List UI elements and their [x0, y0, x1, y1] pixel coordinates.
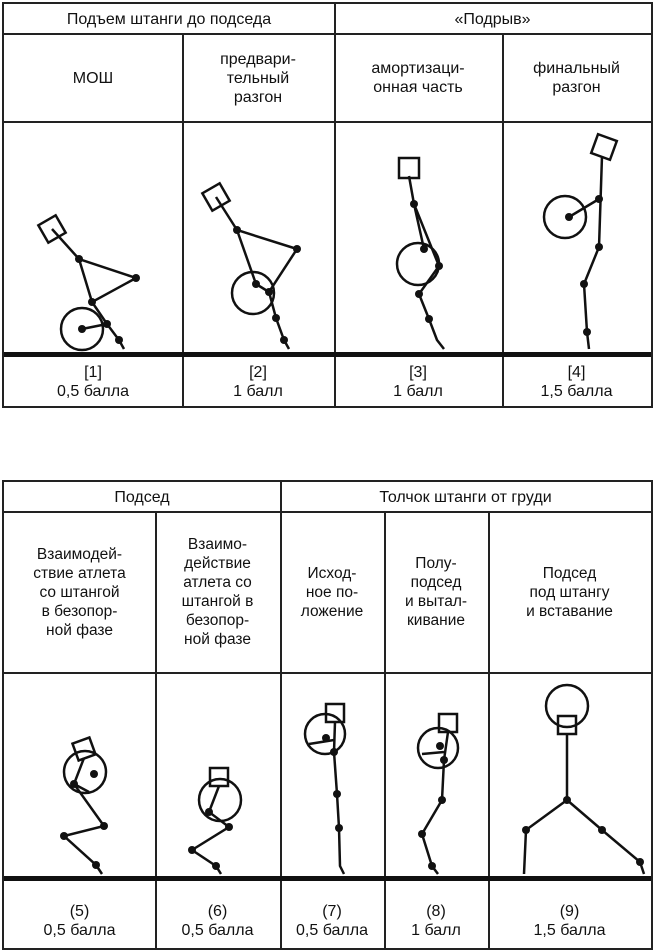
- ground-line: [4, 876, 651, 881]
- score: 1 балл: [233, 383, 283, 400]
- phase-label-8: Полу- подсед и вытал- кивание: [404, 555, 468, 629]
- phase-label-5: Взаимодей- ствие атлета со штангой в без…: [33, 545, 126, 639]
- score: 1,5 балла: [533, 922, 606, 939]
- score: 1 балл: [411, 922, 461, 939]
- phase-label-6: Взаимо- действие атлета со штангой в без…: [181, 536, 254, 648]
- score: 0,5 балла: [296, 922, 368, 939]
- phase-table-bottom: Подсед Толчок штанги от груди Взаимодей-…: [2, 480, 653, 950]
- ground-line: [4, 352, 651, 357]
- footer-3: [3] 1 балл: [334, 358, 502, 406]
- score: 0,5 балла: [57, 383, 129, 400]
- stick-figures-bottom: [60, 683, 646, 875]
- footer-7: (7) 0,5 балла: [280, 894, 384, 948]
- stick-figure-7: [303, 702, 347, 875]
- stick-figure-1: [36, 213, 140, 352]
- stick-figure-9: [522, 683, 646, 875]
- group-header-jerk: Толчок штанги от груди: [379, 488, 552, 506]
- score: 0,5 балла: [43, 922, 116, 939]
- group-header-pull: «Подрыв»: [454, 10, 531, 28]
- footer-8: (8) 1 балл: [384, 894, 488, 948]
- group-header-squat: Подсед: [114, 488, 170, 506]
- stick-figure-5: [61, 735, 108, 875]
- phase-label-1: МОШ: [72, 69, 114, 87]
- stick-figures-top: [36, 132, 619, 352]
- phase-label-7: Исход- ное по- ложение: [300, 564, 364, 620]
- stick-figure-3: [395, 156, 445, 350]
- score: 0,5 балла: [181, 922, 254, 939]
- figure-number: (9): [559, 903, 580, 920]
- score: 1,5 балла: [540, 383, 613, 400]
- stick-figure-6: [189, 766, 243, 875]
- footer-1: [1] 0,5 балла: [4, 358, 182, 406]
- phase-table-top: Подъем штанги до подседа «Подрыв» МОШ пр…: [2, 2, 653, 408]
- figure-number: (8): [426, 903, 446, 920]
- stick-figure-2: [200, 181, 299, 350]
- stick-figure-4: [542, 132, 619, 350]
- footer-5: (5) 0,5 балла: [4, 894, 155, 948]
- figure-number: [4]: [567, 364, 586, 381]
- figure-number: (6): [207, 903, 228, 920]
- phase-label-4: финальный разгон: [533, 60, 620, 96]
- phase-label-2: предвари- тельный разгон: [220, 50, 296, 106]
- figure-number: [2]: [249, 364, 267, 381]
- figure-number: [1]: [84, 364, 102, 381]
- figure-number: (5): [69, 903, 90, 920]
- footer-2: [2] 1 балл: [182, 358, 334, 406]
- figure-number: [3]: [409, 364, 427, 381]
- footer-9: (9) 1,5 балла: [488, 894, 651, 948]
- footer-6: (6) 0,5 балла: [155, 894, 280, 948]
- phase-label-9: Подсед под штангу и вставание: [526, 564, 613, 620]
- phase-label-3: амортизаци- онная часть: [371, 60, 465, 96]
- footer-4: [4] 1,5 балла: [502, 358, 651, 406]
- stick-figure-8: [416, 712, 460, 875]
- score: 1 балл: [393, 383, 443, 400]
- group-header-lift: Подъем штанги до подседа: [66, 10, 272, 28]
- figure-number: (7): [322, 903, 342, 920]
